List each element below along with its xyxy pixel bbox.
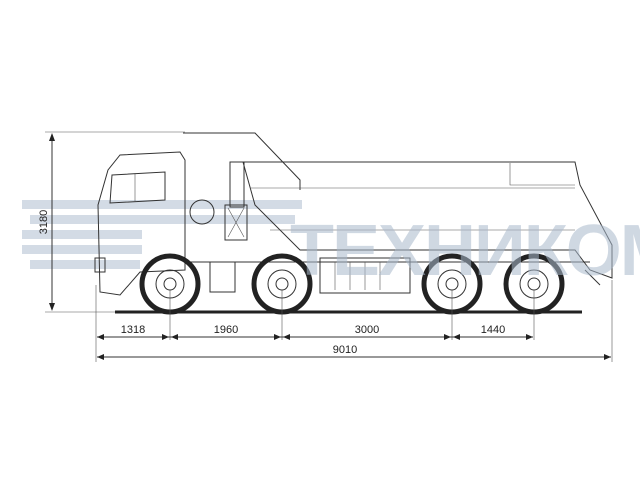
wheels [139,253,565,315]
wheelbase-1-dimension: 1960 [214,324,238,336]
height-dimension: 3180 [38,210,50,234]
dimension-lines [45,131,613,362]
watermark-text: ТЕХНИКОМ [290,211,640,291]
front-overhang-dimension: 1318 [121,324,145,336]
overall-length-dimension: 9010 [333,344,357,356]
truck-outline [94,132,613,314]
wheelbase-2-dimension: 3000 [355,324,379,336]
wheelbase-3-dimension: 1440 [481,324,505,336]
watermark-logo [22,200,302,269]
